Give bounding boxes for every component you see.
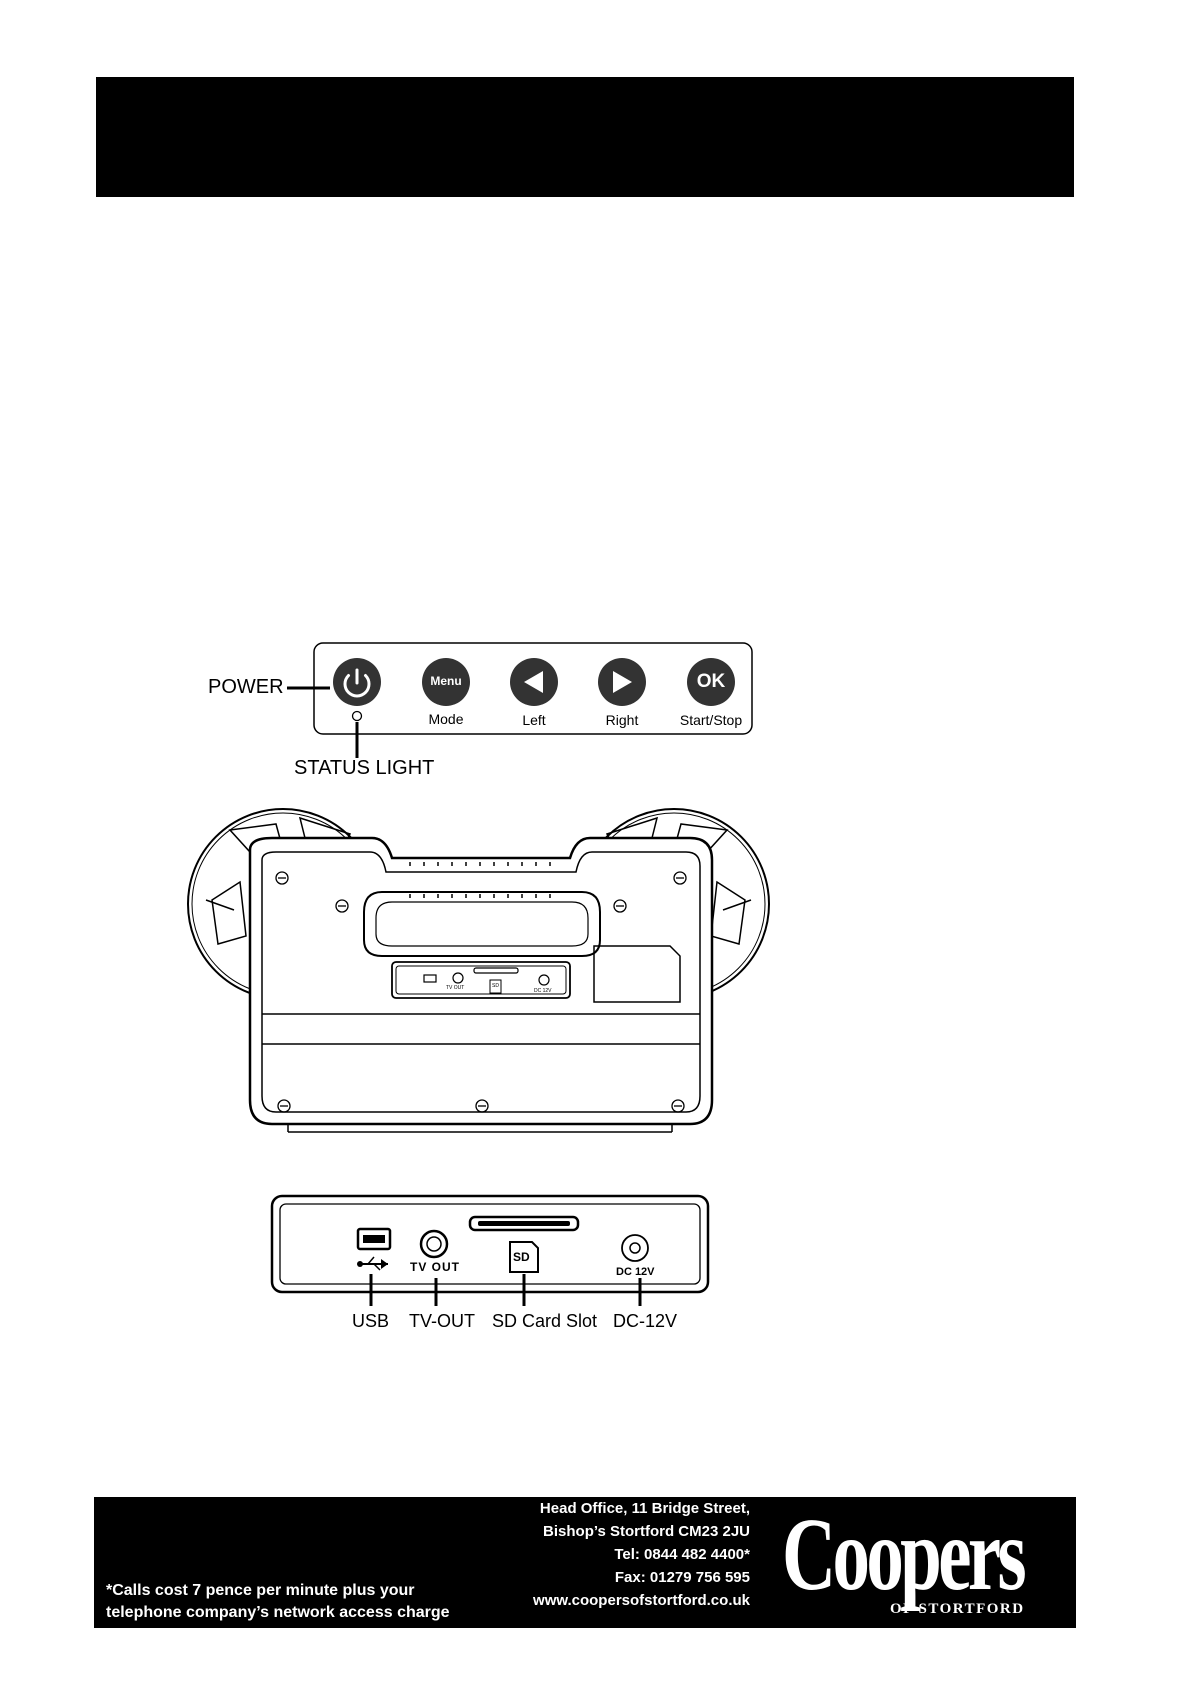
address-line-2: Bishop’s Stortford CM23 2JU [543, 1523, 750, 1540]
device-body-outline [248, 836, 714, 1126]
screw-icons [275, 871, 687, 1113]
call-cost-note-line-1: *Calls cost 7 pence per minute plus your [106, 1582, 415, 1599]
dc-12v-label: DC-12V [613, 1311, 678, 1331]
left-label: Left [522, 712, 546, 728]
handle-outline [363, 891, 601, 957]
logo-tagline: OF STORTFORD [890, 1601, 1025, 1617]
tv-out-port-icon [419, 1229, 449, 1259]
ok-button-glyph: OK [696, 671, 726, 692]
coopers-logo: Coopers OF STORTFORD [782, 1503, 1072, 1623]
back-port-strip [391, 961, 571, 999]
header-bar [96, 77, 1074, 197]
fax-line: Fax: 01279 756 595 [614, 1569, 750, 1586]
sd-card-slot-label: SD Card Slot [492, 1311, 598, 1331]
menu-button-icon[interactable] [422, 658, 470, 706]
logo-wordmark: Coopers [782, 1497, 1027, 1612]
port-panel-outline [270, 1194, 710, 1294]
status-light-label: STATUS LIGHT [294, 757, 435, 779]
call-cost-note-line-2: telephone company’s network access charg… [106, 1604, 450, 1621]
menu-button-glyph: Menu [430, 674, 462, 688]
usb-port-icon [356, 1227, 392, 1271]
left-arrow-icon[interactable] [510, 658, 558, 706]
right-label: Right [605, 712, 639, 728]
power-label: POWER [208, 676, 284, 698]
tv-out-label: TV-OUT [409, 1311, 475, 1331]
right-arrow-icon[interactable] [598, 658, 646, 706]
power-icon[interactable] [333, 658, 381, 706]
back-dc-label: DC 12V [534, 988, 552, 994]
website-link[interactable]: www.coopersofstortford.co.uk [533, 1592, 750, 1609]
back-tv-out-label: TV OUT [446, 985, 465, 991]
panel-tv-out-label: TV OUT [410, 1260, 460, 1274]
ok-button-icon[interactable] [687, 658, 735, 706]
label-plate [593, 945, 681, 1003]
dc-12v-port-icon [621, 1234, 649, 1262]
device-back-drawing [187, 808, 770, 1133]
port-panel-drawing [270, 1194, 710, 1306]
phone-line: Tel: 0844 482 4400* [614, 1546, 750, 1563]
back-sd-label: SD [492, 983, 499, 989]
status-light-icon [351, 710, 363, 722]
footer-bar: Head Office, 11 Bridge Street, Bishop’s … [94, 1497, 1076, 1628]
usb-label: USB [352, 1311, 390, 1331]
start-stop-label: Start/Stop [679, 712, 743, 728]
sd-card-slot-icon [468, 1215, 580, 1273]
panel-sd-label: SD [513, 1250, 530, 1264]
address-line-1: Head Office, 11 Bridge Street, [539, 1500, 750, 1517]
mode-label: Mode [428, 711, 464, 727]
panel-dc-label: DC 12V [616, 1266, 655, 1278]
